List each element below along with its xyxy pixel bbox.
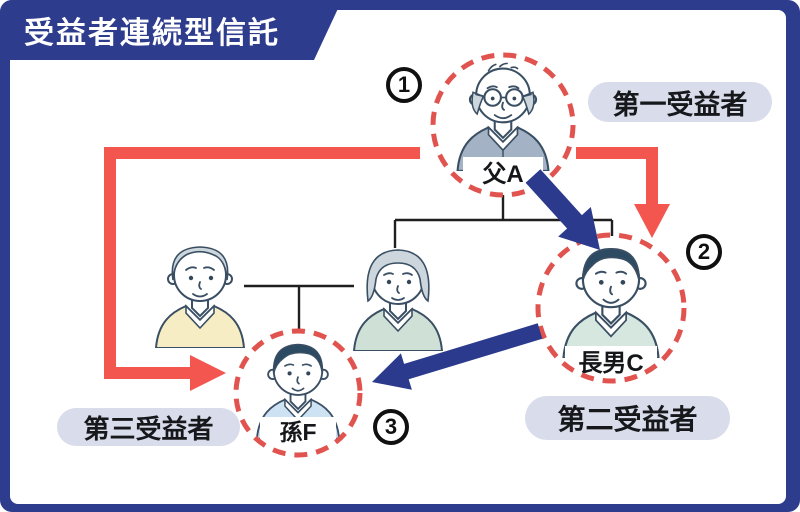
grandmother-illustration bbox=[352, 249, 444, 351]
person-label-father-a: 父A bbox=[463, 157, 543, 188]
person-label-eldest-son-c: 長男C bbox=[565, 346, 657, 377]
title-banner: 受益者連続型信託 bbox=[0, 0, 342, 60]
page-title: 受益者連続型信託 bbox=[24, 17, 280, 50]
role-pill-first-beneficiary: 第一受益者 bbox=[588, 82, 772, 122]
grandfather-illustration bbox=[154, 246, 246, 348]
person-label-grandson-f: 孫F bbox=[260, 417, 336, 445]
role-pill-third-beneficiary: 第三受益者 bbox=[57, 408, 240, 446]
order-badge-second: 2 bbox=[686, 234, 722, 270]
eldest-son-c-illustration bbox=[562, 248, 660, 358]
order-badge-first: 1 bbox=[386, 67, 422, 103]
order-badge-third: 3 bbox=[373, 409, 409, 445]
role-pill-second-beneficiary: 第二受益者 bbox=[525, 396, 730, 440]
